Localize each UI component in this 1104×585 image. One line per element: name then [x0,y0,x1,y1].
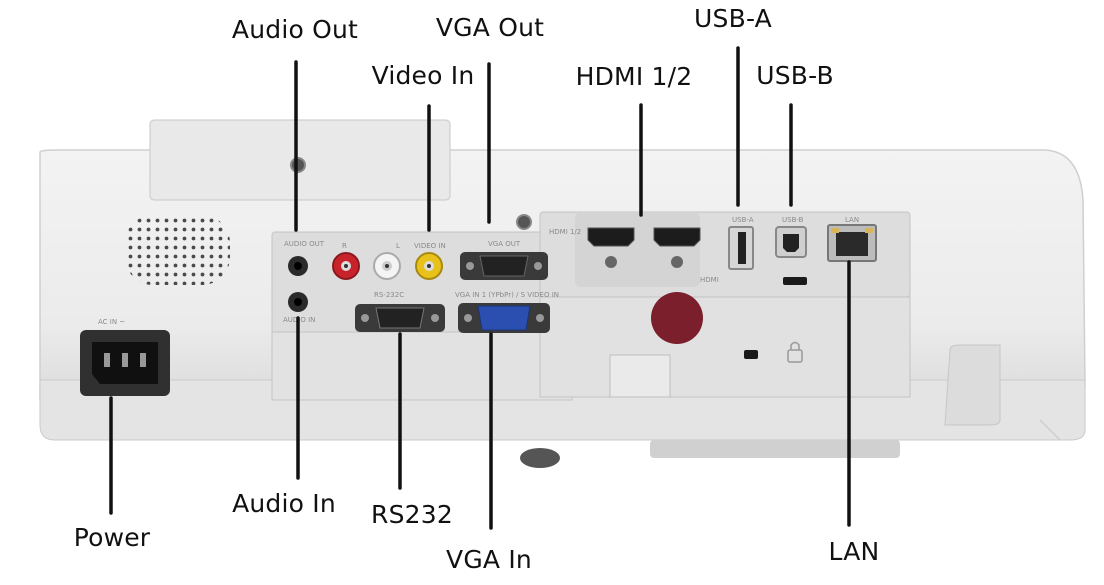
panel-print-lan: LAN [845,216,859,224]
lock-icon [787,341,803,363]
rca-red-jack [332,252,360,280]
hdmi-1-port [587,227,635,268]
power-socket-icon [80,330,170,396]
panel-print-usb-b: USB-B [782,216,804,224]
label-rs232: RS232 [371,500,453,529]
label-video-in: Video In [371,61,475,90]
security-slot [744,350,758,359]
panel-print-vga-in: VGA IN 1 (YPbPr) / S VIDEO IN [455,291,559,299]
vga-out-port [460,252,548,280]
ir-sensor [651,292,703,344]
rs232-port [355,304,445,332]
rca-yellow-video-jack [415,252,443,280]
label-audio-in: Audio In [232,489,336,518]
speaker-grille-icon [125,215,230,285]
audio-out-jack [288,256,308,276]
screw-icon [516,214,532,230]
screw-icon [290,157,306,173]
audio-in-jack [288,292,308,312]
label-power: Power [73,523,151,552]
label-vga-out: VGA Out [435,13,545,42]
label-vga-in: VGA In [446,545,532,574]
callout-lines [109,46,851,530]
panel-print-r: R [342,242,347,250]
label-lan: LAN [828,537,880,566]
hdmi-2-port [653,227,701,268]
panel-print-rs232c: RS-232C [374,291,404,299]
label-usb-a: USB-A [694,4,772,33]
panel-print-l: L [396,242,400,250]
panel-print-usb-a: USB-A [732,216,754,224]
panel-print-vga-out: VGA OUT [488,240,521,248]
panel-print-audio-out: AUDIO OUT [284,240,325,248]
label-audio-out: Audio Out [231,15,359,44]
usb-a-port [728,226,754,270]
label-usb-b: USB-B [756,61,834,90]
vga-in-port [458,303,550,333]
label-hdmi: HDMI 1/2 [575,62,693,91]
panel-print-hdmi: HDMI [700,276,719,284]
lan-port [827,224,877,262]
usb-b-port [775,226,807,285]
rca-white-jack [373,252,401,280]
panel-print-ac-in: AC IN ~ [98,318,125,326]
panel-print-video-in: VIDEO IN [414,242,446,250]
panel-print-hdmi-12: HDMI 1/2 [549,228,581,236]
